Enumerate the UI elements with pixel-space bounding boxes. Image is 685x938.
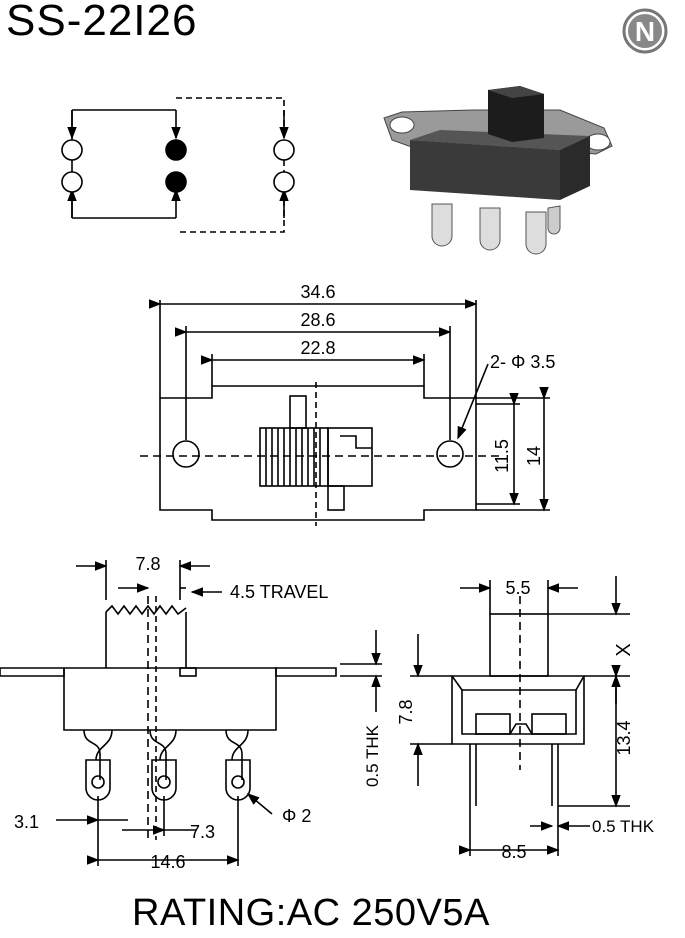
switch-product-image (383, 86, 613, 255)
side-dim-actuator: 7.8 (135, 554, 160, 574)
circuit-schematic (61, 97, 295, 233)
brand-logo-letter: N (635, 16, 655, 47)
side-pin-offset: 3.1 (14, 812, 39, 832)
top-dim-slot: 22.8 (300, 338, 335, 358)
end-view-drawing (410, 576, 630, 856)
end-dim-actuator: 5.5 (505, 578, 530, 598)
end-thickness-label: 0.5 THK (592, 817, 655, 836)
part-number-title: SS-22I26 (6, 0, 198, 45)
brand-logo: N (622, 8, 668, 54)
side-pin-pitch: 7.3 (190, 822, 215, 842)
top-dim-height-inner: 11.5 (492, 439, 512, 473)
top-view-drawing (140, 299, 550, 526)
side-travel-label: 4.5 TRAVEL (230, 582, 328, 602)
side-pin-span: 14.6 (150, 852, 185, 872)
side-view-drawing (0, 560, 382, 866)
end-dim-body-height: 7.8 (396, 699, 416, 724)
end-dim-x: X (613, 643, 635, 656)
top-dim-hole-diameter: 2- Φ 3.5 (490, 352, 555, 372)
top-dim-overall: 34.6 (300, 282, 335, 302)
end-dim-pin-length: 13.4 (614, 720, 634, 755)
side-pin-diameter: Φ 2 (282, 806, 311, 826)
top-dim-height: 14 (524, 446, 544, 466)
end-dim-pin-span: 8.5 (501, 842, 526, 862)
top-dim-holes: 28.6 (300, 310, 335, 330)
rating-label: RATING:AC 250V5A (132, 892, 490, 934)
side-thickness-label: 0.5 THK (363, 724, 382, 787)
